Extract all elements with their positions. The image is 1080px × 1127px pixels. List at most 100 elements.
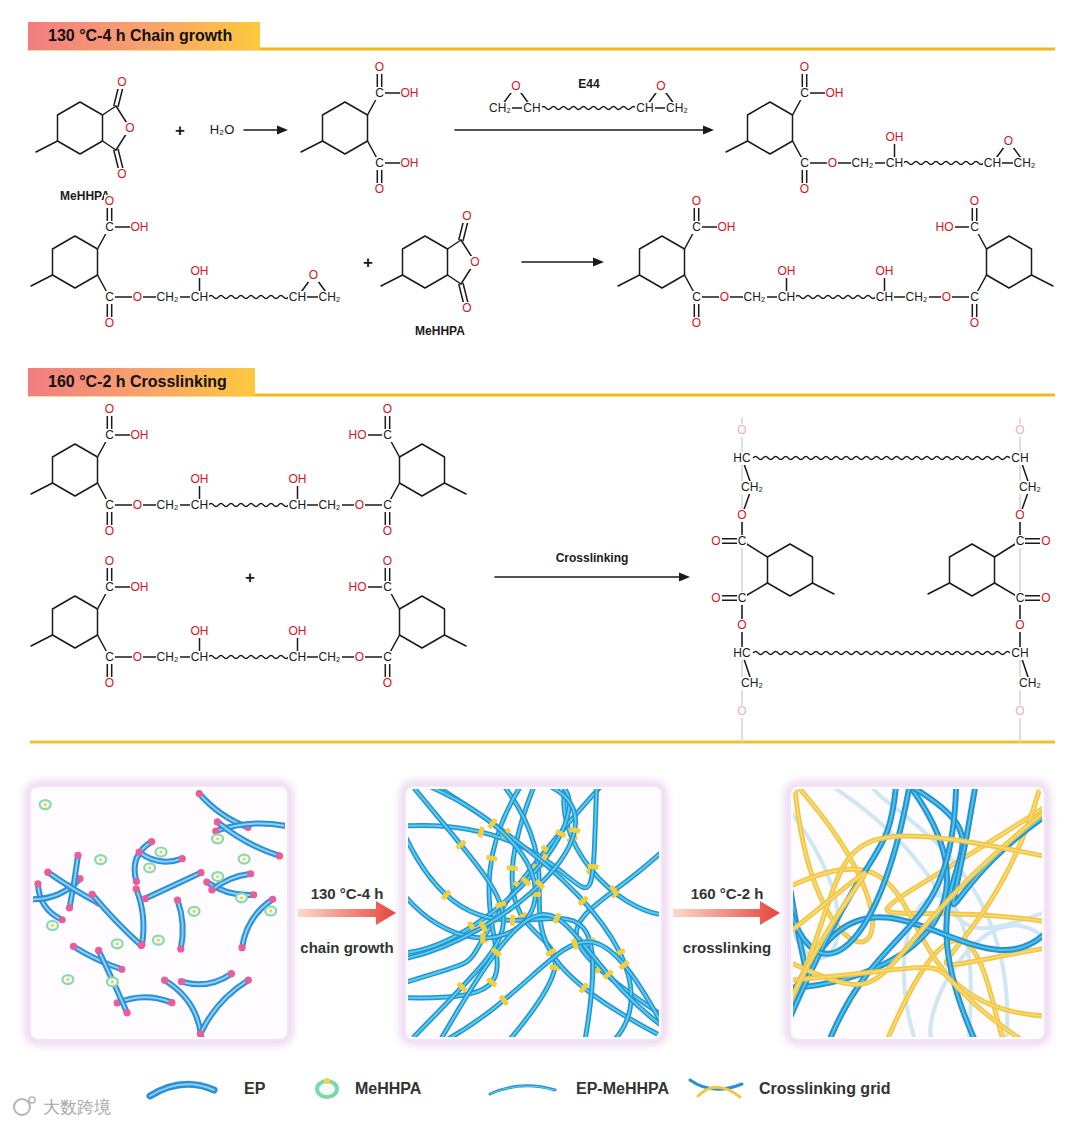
bond-line <box>381 275 403 286</box>
network-strand <box>793 789 897 1031</box>
atom-label: O <box>1040 592 1051 605</box>
bond-line <box>1019 418 1021 742</box>
atom-label: C <box>969 221 980 234</box>
atom-label: OH <box>875 265 895 278</box>
bond-line <box>31 275 53 286</box>
mehhpa-link <box>478 921 488 933</box>
mehhpa-core <box>111 980 114 983</box>
cyclohexane-ring <box>950 544 995 596</box>
mehhpa-core <box>192 910 195 913</box>
atom-label: C <box>104 291 115 304</box>
atom-label: CH₂ <box>318 499 342 512</box>
epoxy-end <box>178 978 185 985</box>
ep-strand-highlight <box>73 946 121 969</box>
mehhpa-link <box>498 994 509 1006</box>
epoxy-end <box>74 852 81 859</box>
crosslink-strand-highlight <box>793 967 1031 1037</box>
wavy-chain <box>753 652 1010 655</box>
epoxy-end <box>142 895 149 902</box>
atom-label: HO <box>935 221 955 234</box>
mehhpa-core <box>116 942 119 945</box>
atom-label: CH <box>190 651 209 664</box>
atom-label: O <box>736 705 747 718</box>
atom-label: CH₂ <box>156 291 180 304</box>
atom-label: CH₂ <box>156 651 180 664</box>
atom-label: O <box>116 168 127 181</box>
atom-label: O <box>374 61 385 74</box>
mehhpa-ring <box>144 863 155 872</box>
atom-label: C <box>1015 535 1026 548</box>
atom-label: C <box>799 157 810 170</box>
mehhpa-link <box>510 915 515 926</box>
atom-label: O <box>104 317 115 330</box>
legend-text: MeHHPA <box>354 1079 422 1099</box>
reaction-arrowhead <box>679 573 690 582</box>
epoxy-end <box>177 945 184 952</box>
atom-label: C <box>1015 592 1026 605</box>
epoxy-end <box>168 999 175 1006</box>
atom-label: C <box>374 87 385 100</box>
mehhpa-core <box>44 803 47 806</box>
arrow-label: Crosslinking <box>555 552 630 565</box>
ep-strand-highlight <box>38 884 62 920</box>
ep-mehhpa-chain <box>408 789 535 938</box>
atom-label: C <box>969 291 980 304</box>
atom-label: C <box>382 651 393 664</box>
atom-label: HC <box>732 452 751 465</box>
mehhpa-ring <box>62 975 73 984</box>
atom-label: C <box>737 592 748 605</box>
ep-strand-highlight <box>217 822 279 856</box>
section-rule <box>30 741 1055 744</box>
mehhpa-link <box>520 876 531 887</box>
ep-strand <box>145 873 201 899</box>
legend-text: Crosslinking grid <box>758 1079 892 1099</box>
mehhpa-link <box>507 865 518 871</box>
atom-label: CH₂ <box>740 677 764 690</box>
network-panel <box>793 789 1042 1037</box>
legend-grid-sample <box>698 1087 740 1097</box>
mehhpa-ring <box>40 800 51 809</box>
ep-strand <box>69 855 77 908</box>
cyclohexane-ring <box>768 544 813 596</box>
atom-label: OH <box>400 87 420 100</box>
ep-strand <box>177 900 182 949</box>
atom-label: C <box>799 87 810 100</box>
legend-text: EP-MeHHPA <box>575 1079 670 1099</box>
atom-label: HO <box>348 581 368 594</box>
mehhpa-link <box>486 977 498 988</box>
epoxy-end <box>44 869 51 876</box>
ep-strand <box>181 974 231 985</box>
epoxy-end <box>70 943 77 950</box>
mehhpa-core <box>66 978 69 981</box>
atom-label: CH <box>522 102 541 115</box>
arrow-label: chain growth <box>299 938 394 957</box>
bond-line <box>31 635 53 646</box>
atom-label: C <box>104 221 115 234</box>
mehhpa-ring <box>236 893 247 902</box>
epoxy-end <box>203 878 210 885</box>
atom-label: CH <box>1010 452 1029 465</box>
atom-label: O <box>104 403 115 416</box>
ep-strand-highlight <box>181 974 231 985</box>
atom-label: CH <box>635 102 654 115</box>
epoxy-end <box>276 852 283 859</box>
atom-label: O <box>132 499 143 512</box>
reagent-name: H₂O <box>209 122 236 138</box>
cyclohexane-ring <box>640 236 685 288</box>
faint-strand <box>823 789 1042 928</box>
bond-line <box>522 261 598 263</box>
epoxy-end <box>174 896 181 903</box>
epoxy-end <box>179 855 186 862</box>
epoxy-end <box>208 886 215 893</box>
atom-label: O <box>736 424 747 437</box>
section-band: 130 °C-4 h Chain growth <box>28 22 260 50</box>
mehhpa-core <box>216 837 219 840</box>
epoxy-end <box>34 880 41 887</box>
ep-strand-highlight <box>69 855 77 908</box>
section-title: 160 °C-2 h Crosslinking <box>48 373 227 390</box>
ep-strand-highlight <box>145 873 201 899</box>
epoxy-end <box>89 891 96 898</box>
panel <box>30 786 288 1040</box>
